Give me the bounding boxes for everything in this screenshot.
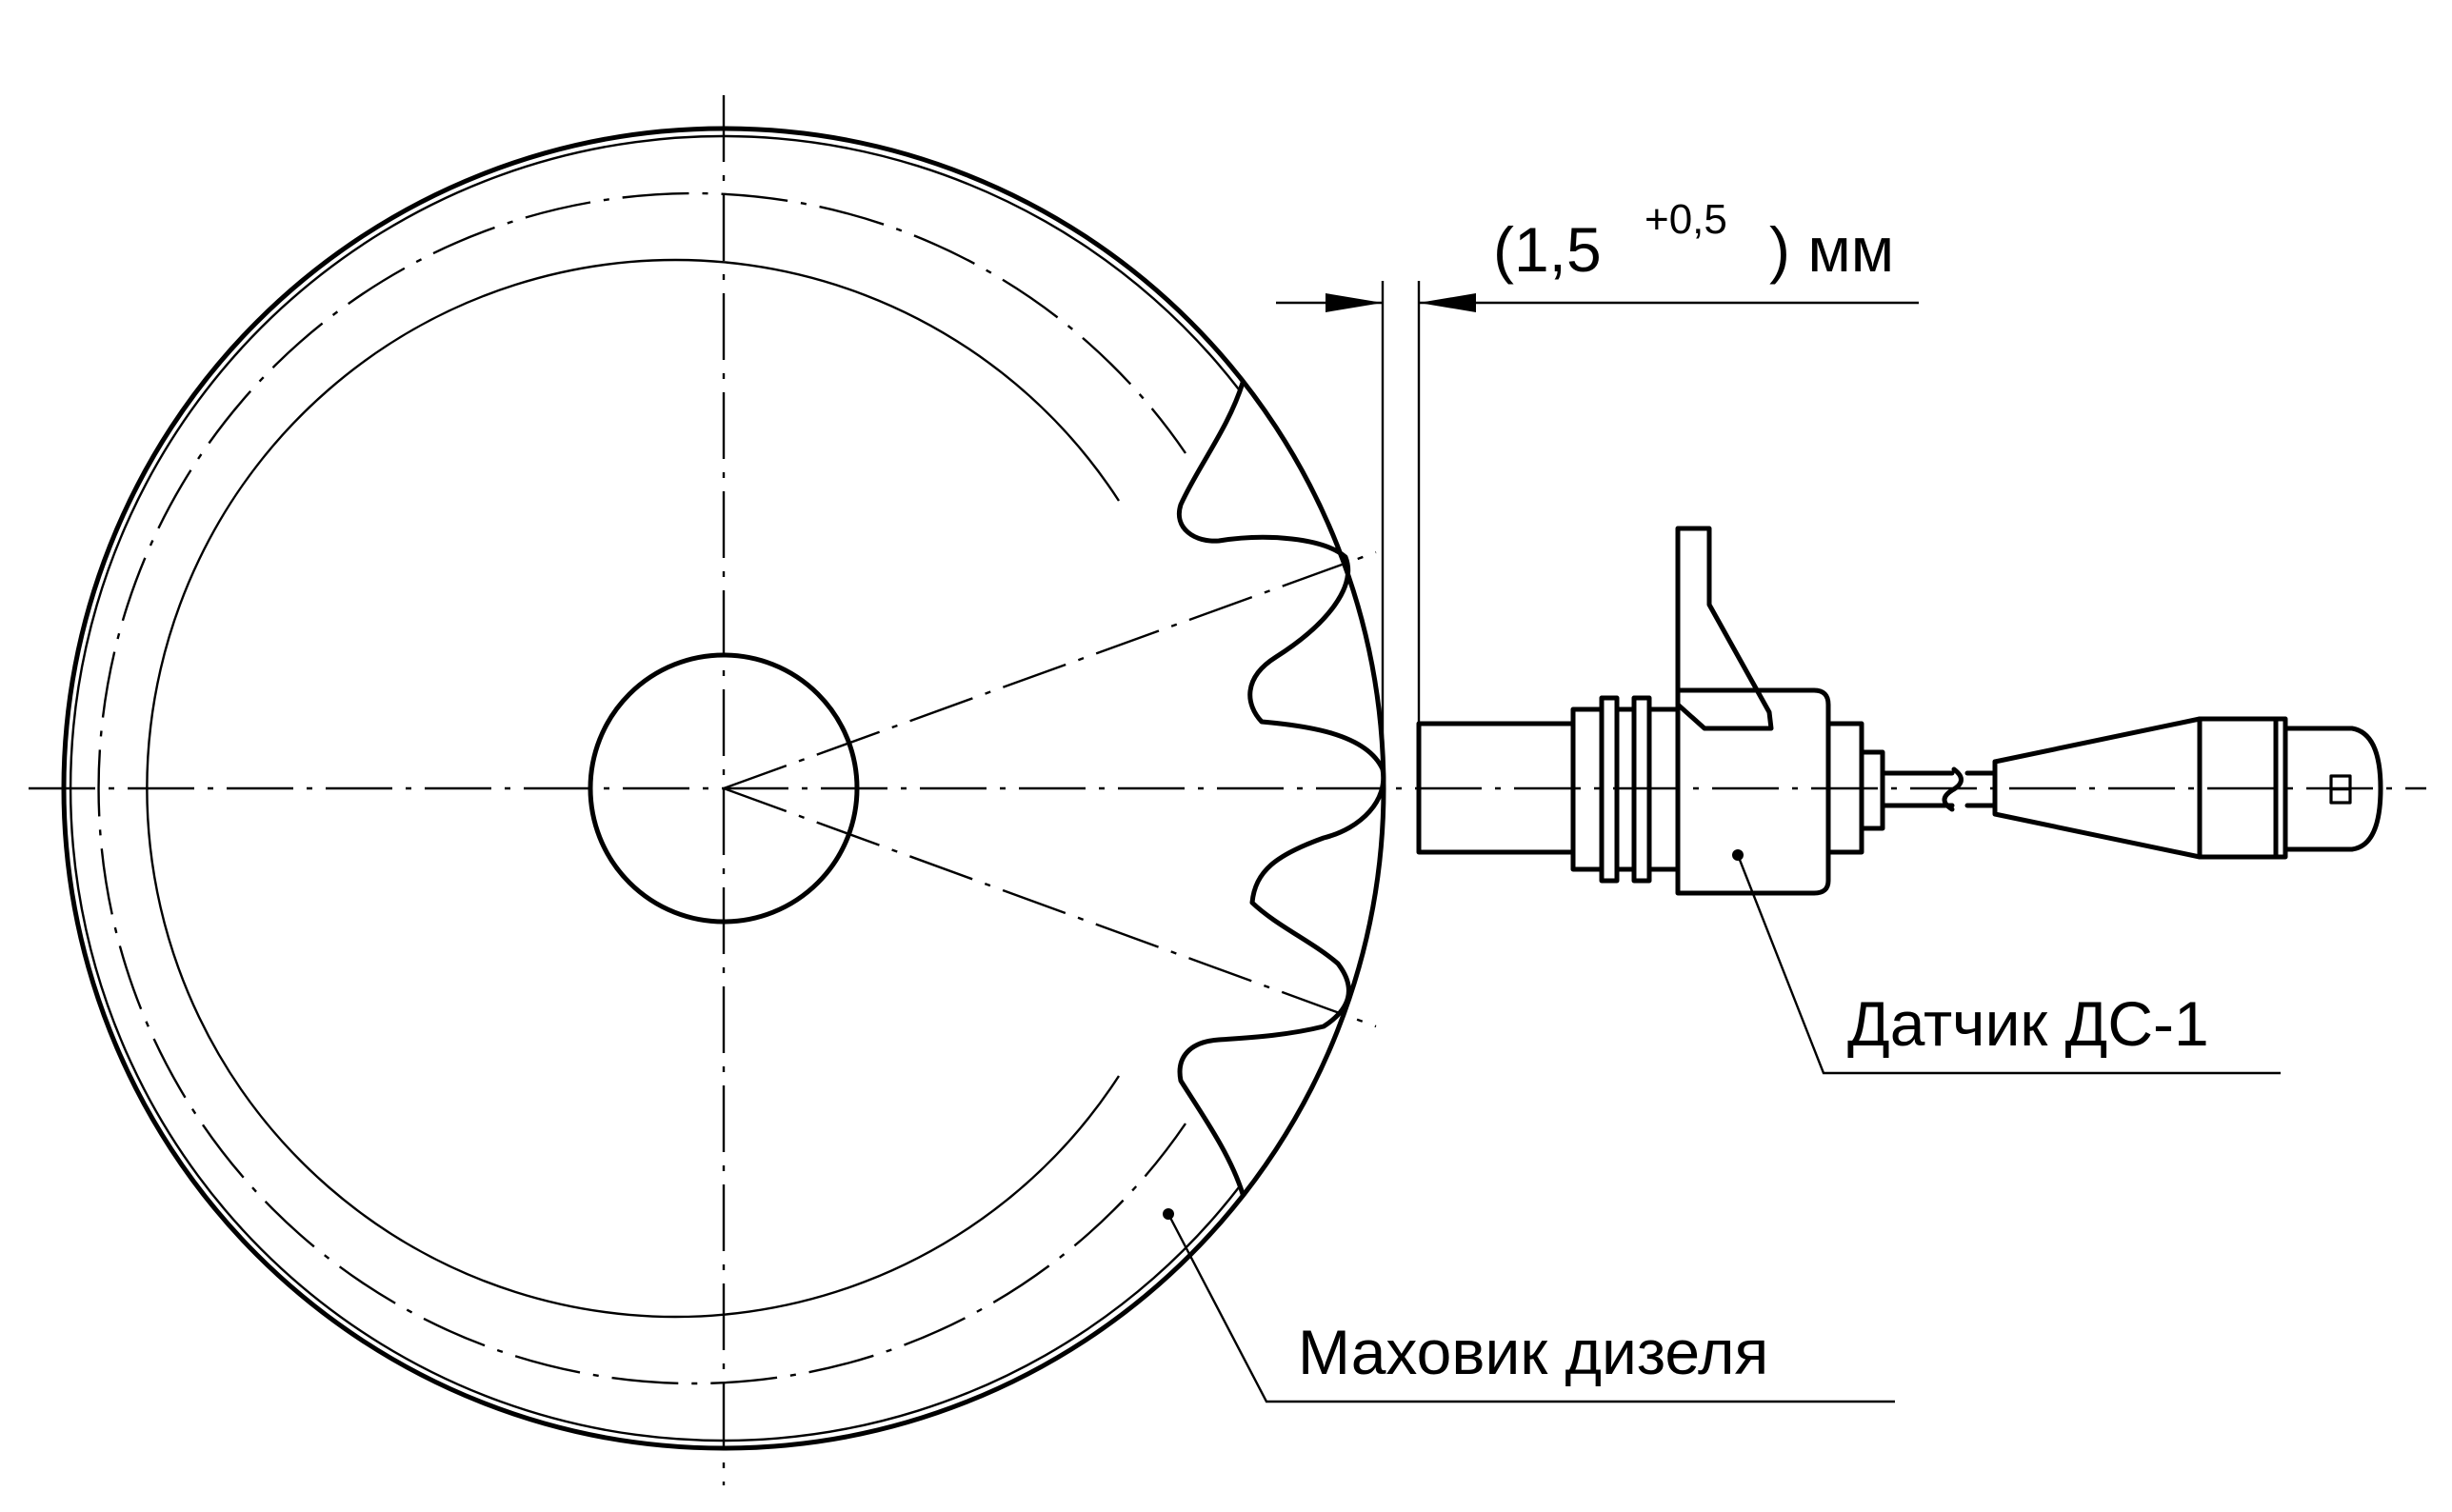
center-lines [29,95,2426,1485]
dimension-arrow-left [1326,293,1383,312]
sensor-label: Датчик ДС-1 [1847,988,2209,1059]
connector-plug [2283,726,2383,852]
radial-line-lower [723,786,1377,1028]
pitch-circle [97,191,1186,1385]
dimension-value-text: (1,5 [1493,214,1602,285]
gap-dimension: (1,5 +0,5 ) мм [1276,196,1919,762]
dimension-arrow-right [1419,293,1476,312]
sensor-leader-line [1736,854,2281,1075]
dimension-open: (1,5 [1493,214,1602,285]
flywheel-label: Маховик дизеля [1298,1317,1768,1387]
sensor-housing [1675,687,1831,896]
sensor-cable-gland [1859,749,1885,831]
flywheel-leader-line [1166,1213,1895,1403]
radial-line-upper [723,550,1377,790]
flywheel-callout: Маховик дизеля [1163,1208,1895,1403]
sensor-mounting-bracket [1675,526,1774,731]
dimension-tolerance-text: +0,5 [1645,196,1727,243]
sensor-callout: Датчик ДС-1 [1732,849,2281,1075]
flywheel-teeth [1176,380,1386,1197]
sensor-ds1 [1416,526,2383,896]
dimension-close-text: ) мм [1769,214,1894,285]
cable-break-mark [1942,766,1964,812]
